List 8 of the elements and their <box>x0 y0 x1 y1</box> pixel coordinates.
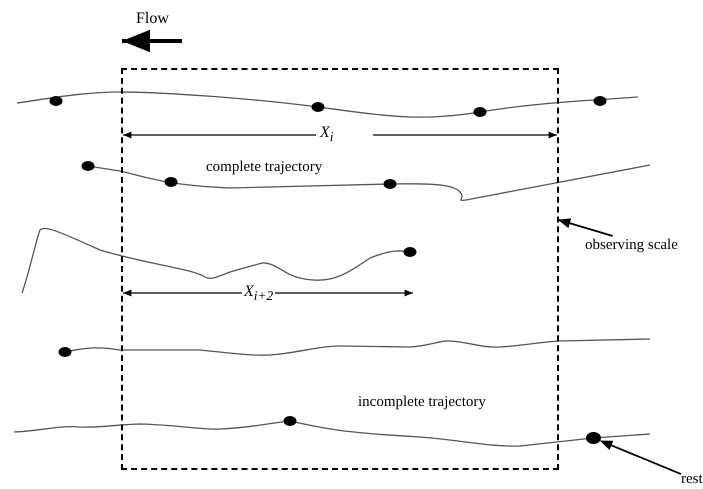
trajectory-label: complete trajectory <box>205 158 324 176</box>
leader-line <box>600 440 682 475</box>
leader-line <box>558 218 614 237</box>
flow-label: Flow <box>135 10 170 28</box>
callout-text: rest <box>681 470 703 488</box>
particle-dot <box>586 432 601 444</box>
trajectory-label: incomplete trajectory <box>357 393 487 411</box>
callout-text: observing scale <box>585 236 678 254</box>
